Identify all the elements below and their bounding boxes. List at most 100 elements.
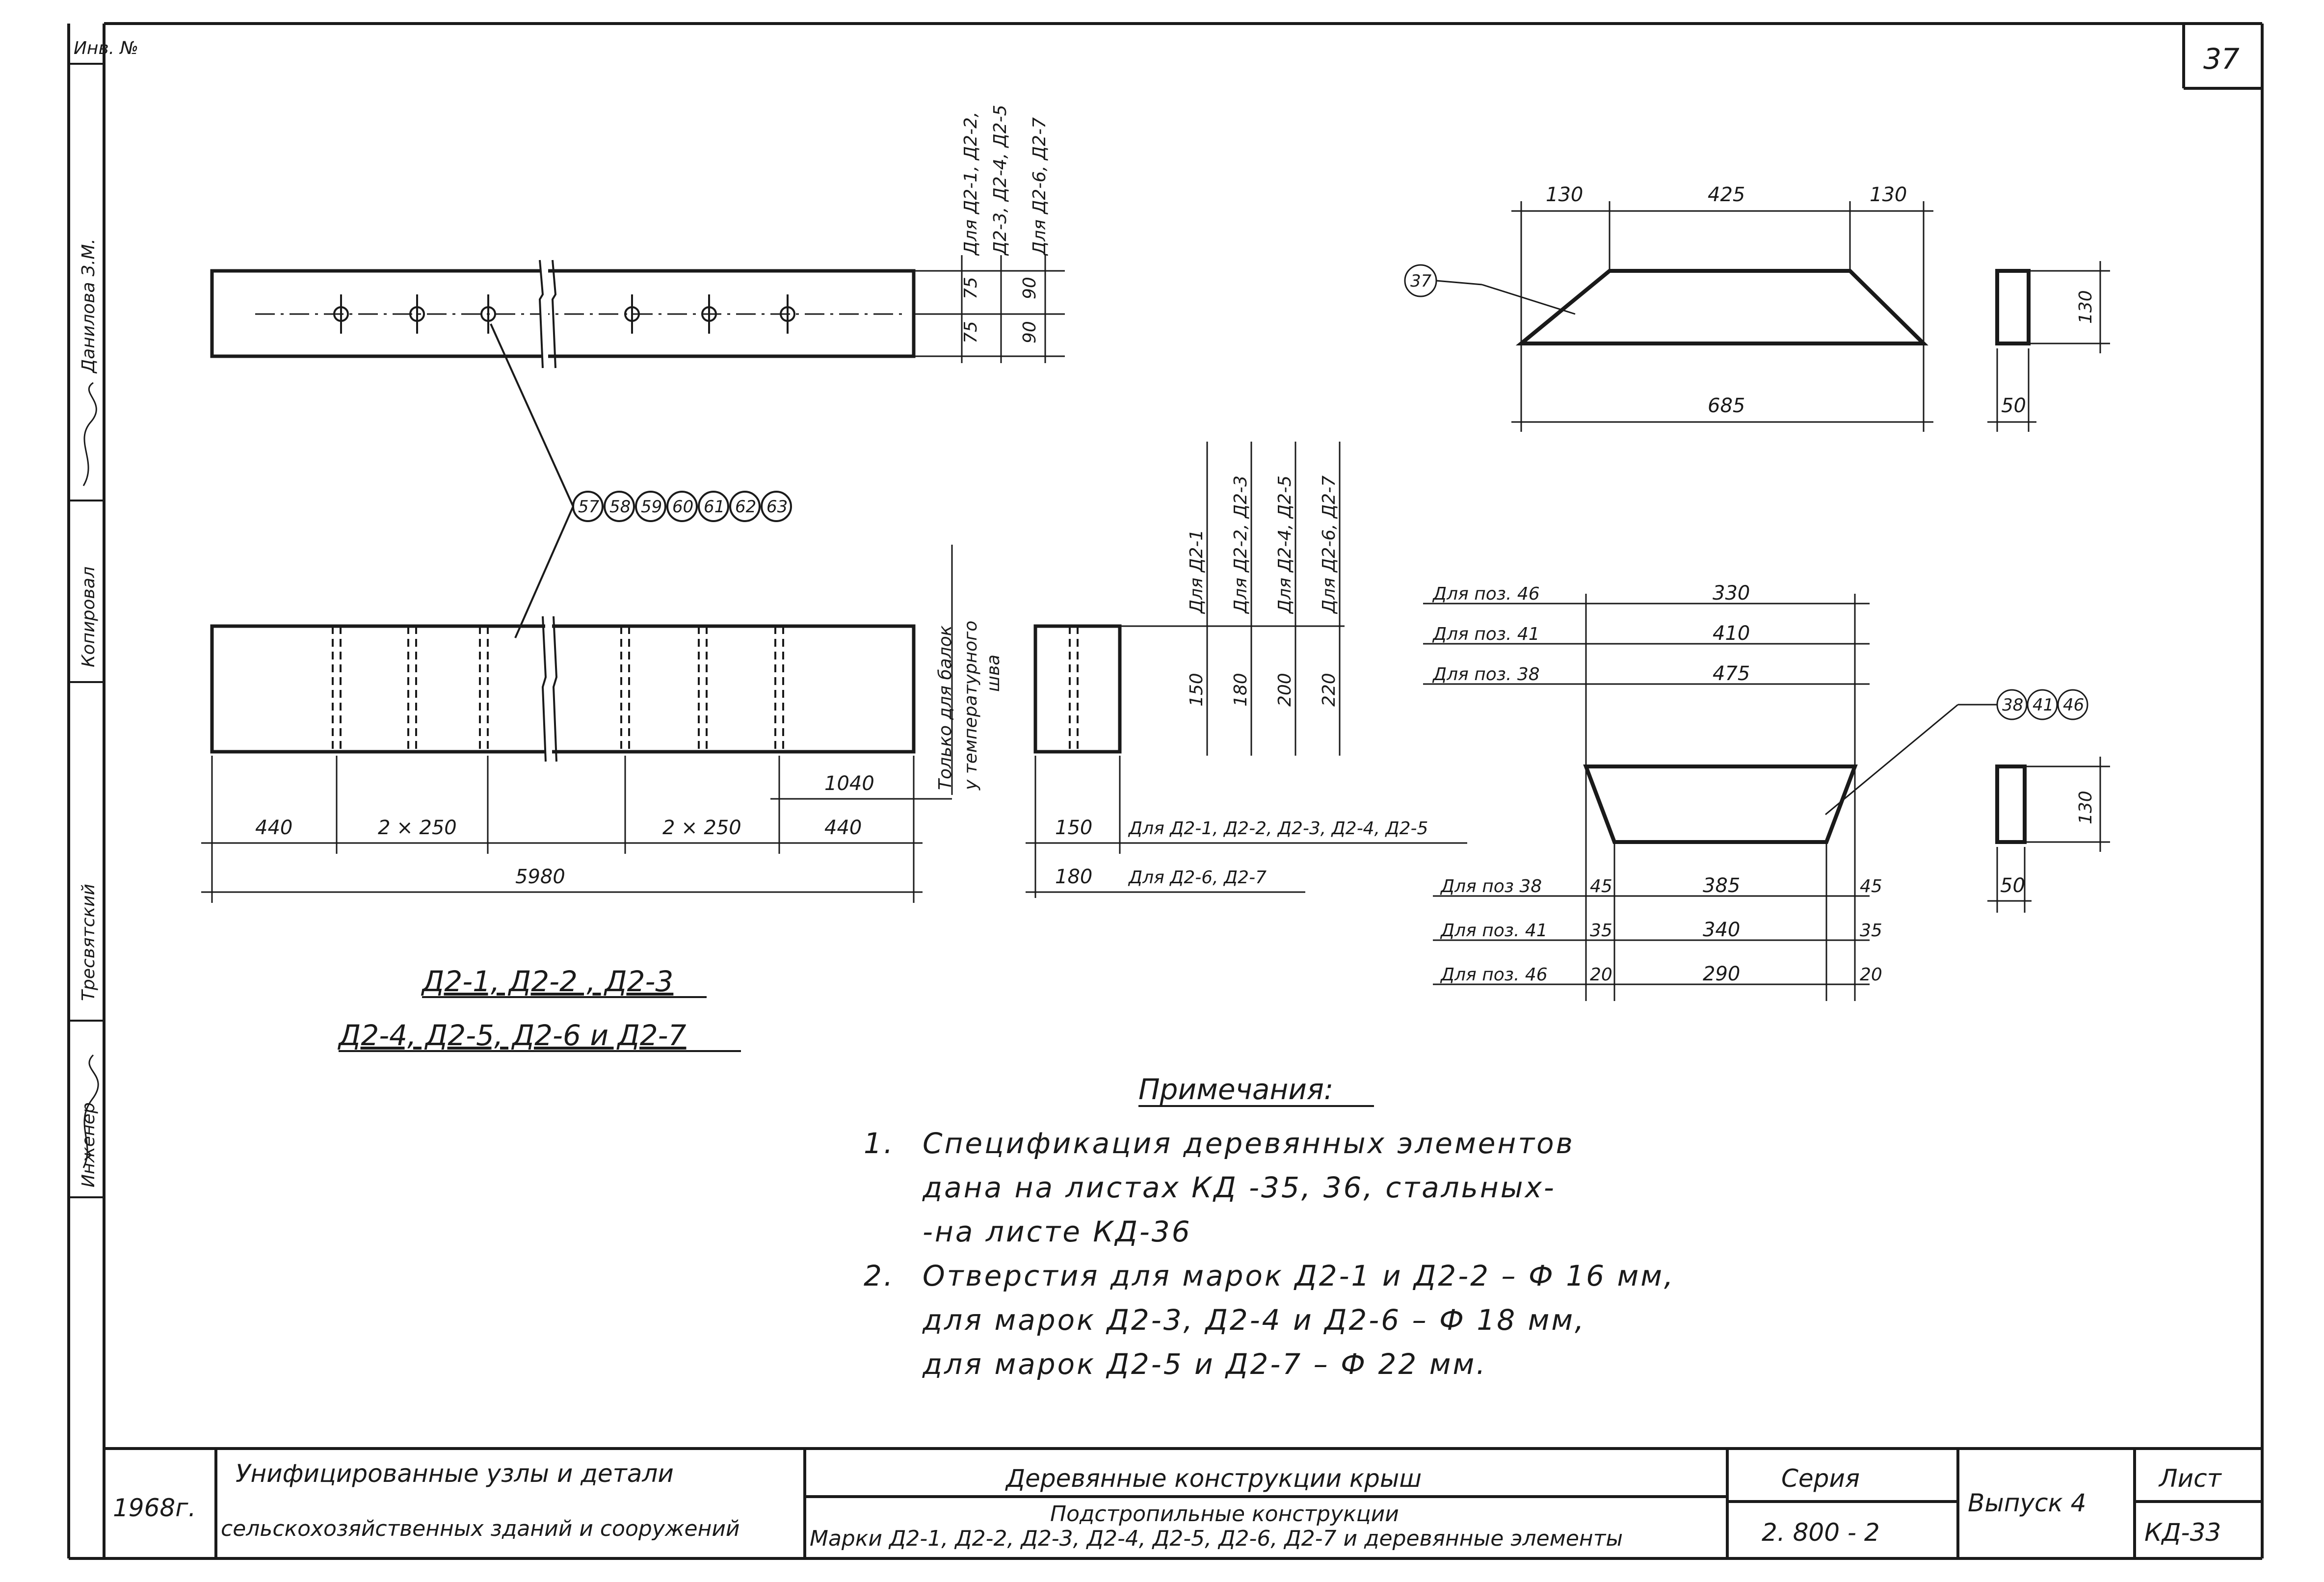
inv-label: Инв. № [74,38,138,58]
note-2-line-2: для марок Д2-3, Д2-4 и Д2-6 – Ф 18 мм, [922,1303,1586,1337]
label-temperature: у температурного [961,621,981,791]
label-d2-6-d2-7: Для Д2-6, Д2-7 [1030,117,1050,256]
left-stamp-lines [69,63,104,1198]
sheet-number: 37 [2203,42,2240,76]
part38-dim-130-height: 130 [2076,791,2096,824]
dim-2x250-right: 2 × 250 [662,817,741,839]
engineer-role: Инженер [79,1102,99,1187]
title-block-main: Деревянные конструкции крыш [1005,1464,1422,1493]
callout-57-63: 57 58 59 60 61 62 63 [490,323,792,638]
note-2-line-1: Отверстия для марок Д2-1 и Д2-2 – Ф 16 м… [923,1259,1675,1292]
note-1-line-3: -на листе КД-36 [923,1215,1192,1248]
part38-dim-385: 385 [1703,874,1740,897]
width-label-150: Для Д2-1, Д2-2, Д2-3, Д2-4, Д2-5 [1128,818,1428,839]
part38-label-46-top: Для поз. 46 [1432,584,1540,604]
part38-dim-330: 330 [1713,582,1750,605]
width-180: 180 [1055,866,1092,888]
title-block-series: 2. 800 - 2 [1762,1518,1880,1547]
beam-side-view: 440 2 × 250 2 × 250 440 1040 5980 Только… [201,545,1004,903]
callout-59: 59 [641,497,662,517]
height-label-d2-4: Для Д2-4, Д2-5 [1275,475,1295,614]
copied-by-name: Данилова З.М. [79,238,99,374]
part38-dim-45-right: 45 [1860,876,1882,896]
part38-dim-20-right: 20 [1860,965,1882,985]
title-block-series-label: Серия [1781,1464,1860,1493]
part38-dim-290: 290 [1703,963,1740,985]
dim-75-lower: 75 [961,321,981,343]
note-2-line-3: для марок Д2-5 и Д2-7 – Ф 22 мм. [922,1347,1487,1381]
note-1-number: 1. [864,1127,895,1160]
title-block-issue: Выпуск 4 [1968,1489,2086,1517]
dim-90-lower: 90 [1020,321,1040,343]
dim-5980: 5980 [515,866,565,888]
part38-label-41-bottom: Для поз. 41 [1440,921,1548,941]
note-2-number: 2. [864,1259,895,1292]
label-d2-3-d2-5: Д2-3, Д2-4, Д2-5 [990,105,1010,256]
callout-58: 58 [609,497,631,517]
part38-dim-35-left: 35 [1590,921,1612,941]
title-block-org-line2: сельскохозяйственных зданий и сооружений [221,1516,740,1541]
marks-title-line2: Д2-4, Д2-5, Д2-6 и Д2-7 [337,1019,687,1052]
height-200: 200 [1275,673,1295,707]
label-joint: шва [983,655,1004,692]
title-block-sub1: Подстропильные конструкции [1050,1502,1399,1527]
height-180: 180 [1231,673,1251,707]
dim-440-right: 440 [824,817,862,839]
part37-dim-130-height: 130 [2076,290,2096,324]
callout-57: 57 [578,497,600,517]
marks-title-line1: Д2-1, Д2-2 , Д2-3 [421,965,673,998]
part38-label-38-top: Для поз. 38 [1432,664,1540,685]
part37-dim-130-right: 130 [1870,184,1907,206]
callout-41: 41 [2033,695,2054,715]
part38-dim-410: 410 [1713,622,1750,645]
height-220: 220 [1319,673,1339,707]
height-label-d2-6: Для Д2-6, Д2-7 [1319,475,1339,614]
dim-1040: 1040 [824,772,874,795]
height-150: 150 [1187,673,1207,707]
part38-dim-45-left: 45 [1590,876,1612,896]
callout-38: 38 [2002,695,2023,715]
title-block-lines [104,1447,2262,1558]
beam-top-view: 75 75 90 90 Для Д2-1, Д2-2, Д2-3, Д2-4, … [210,105,1065,369]
part-37: 130 425 130 685 37 50 130 [1404,184,2110,432]
notes-heading: Примечания: [1138,1073,1333,1106]
part38-dim-35-right: 35 [1860,921,1882,941]
width-150: 150 [1055,817,1092,839]
part37-dim-425: 425 [1708,184,1745,206]
callout-46: 46 [2063,695,2084,715]
title-block-sheet-label: Лист [2158,1464,2222,1493]
part38-dim-340: 340 [1703,919,1740,941]
sheet-frame [67,22,2264,1560]
part37-dim-130-left: 130 [1546,184,1583,206]
part38-dim-20-left: 20 [1590,965,1612,985]
dim-75-upper: 75 [961,277,981,299]
label-d2-1-d2-2: Для Д2-1, Д2-2, [961,112,981,256]
part37-dim-50: 50 [2001,395,2026,417]
part-38-41-46: Для поз. 46 330 Для поз. 41 410 Для поз.… [1423,582,2110,1001]
part37-dim-685: 685 [1708,395,1745,417]
title-block-sheet: КД-33 [2144,1518,2221,1547]
note-1-line-1: Спецификация деревянных элементов [923,1127,1575,1160]
engineer-name: Тресвятский [79,884,99,1001]
dim-2x250-left: 2 × 250 [378,817,457,839]
title-block-year: 1968г. [113,1494,196,1522]
dim-90-upper: 90 [1020,277,1040,299]
dim-440-left: 440 [255,817,292,839]
part38-label-41-top: Для поз. 41 [1432,624,1540,644]
note-1-line-2: дана на листах КД -35, 36, стальных- [922,1171,1556,1204]
callout-63: 63 [766,497,788,517]
part38-label-38-bottom: Для поз 38 [1440,876,1542,896]
part38-label-46-bottom: Для поз. 46 [1440,965,1548,985]
title-block-org-line1: Унифицированные узлы и детали [236,1459,674,1488]
callout-60: 60 [672,497,693,517]
height-label-d2-2: Для Д2-2, Д2-3 [1231,475,1251,614]
height-label-d2-1: Для Д2-1 [1187,529,1207,614]
notes-block: Примечания: 1. Спецификация деревянных э… [864,1073,1675,1381]
part38-dim-475: 475 [1713,662,1750,685]
beam-cross-section: 150 180 200 220 Для Д2-1 Для Д2-2, Д2-3 … [1026,442,1467,898]
bolt-holes [333,294,795,334]
copied-by-role: Копировал [79,566,99,667]
callout-62: 62 [735,497,756,517]
callout-37: 37 [1410,271,1432,291]
